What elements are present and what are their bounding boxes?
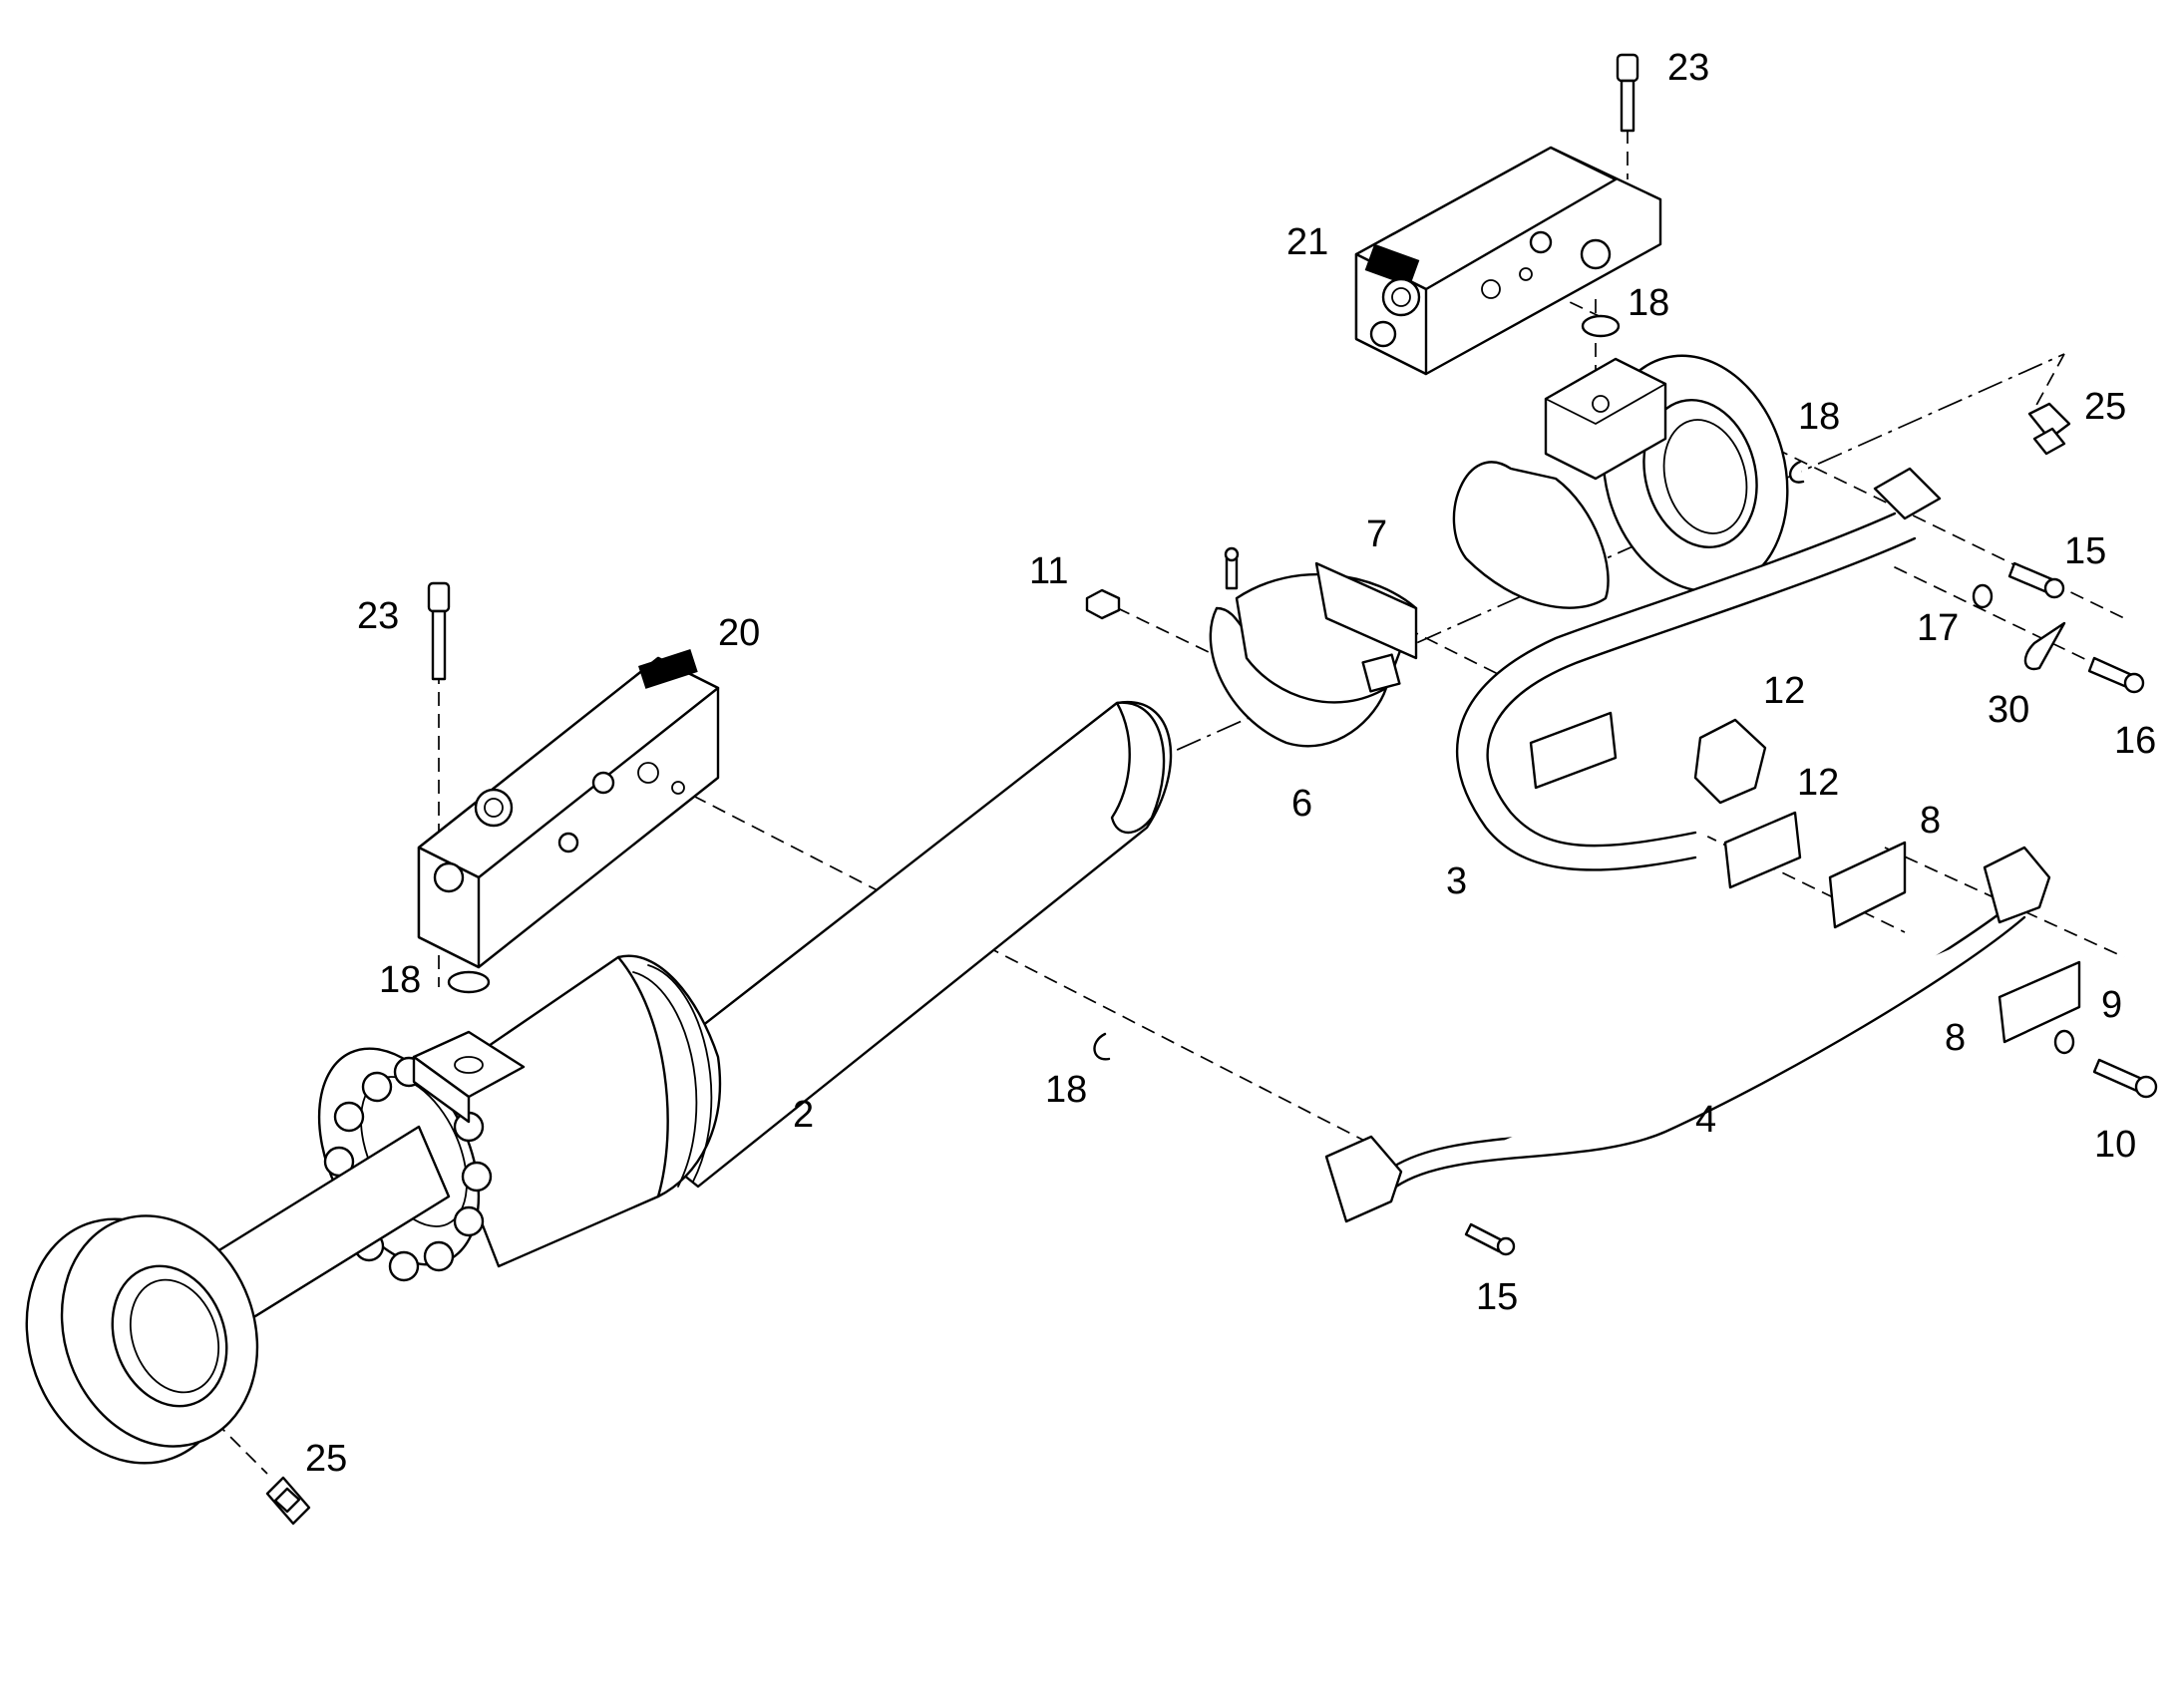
callout-20: 20 — [718, 612, 760, 654]
pipe-4 — [1324, 846, 2051, 1223]
flange-bolts — [323, 1056, 493, 1282]
pipe-3 — [1456, 467, 1942, 871]
flange-12 — [1693, 718, 1767, 805]
callout-17: 17 — [1917, 607, 1959, 649]
washer-17 — [1972, 583, 1994, 609]
bracket-8-upper — [1828, 841, 1907, 929]
grease-nipple-top — [2027, 402, 2071, 456]
callout-15: 15 — [2064, 530, 2106, 572]
screw-15-upper — [2007, 561, 2065, 599]
bracket-12-upper — [1529, 711, 1618, 790]
callout-12: 12 — [1763, 670, 1805, 712]
callout-15: 15 — [1476, 1276, 1518, 1318]
screw-10 — [2092, 1058, 2158, 1099]
callout-7: 7 — [1366, 513, 1387, 555]
valve-block-21 — [1354, 146, 1662, 376]
callout-8: 8 — [1920, 800, 1941, 842]
grease-nipple-bottom — [265, 1476, 311, 1526]
callout-18: 18 — [1045, 1069, 1087, 1111]
clip-30 — [2023, 621, 2066, 671]
callout-9: 9 — [2101, 984, 2122, 1026]
screw-15-lower — [1464, 1222, 1516, 1256]
bracket-8-lower — [1998, 960, 2081, 1044]
clamp-6-7 — [1209, 546, 1418, 748]
bracket-12-lower — [1723, 811, 1802, 889]
callout-12: 12 — [1797, 762, 1839, 804]
callout-18: 18 — [379, 959, 421, 1001]
callout-18: 18 — [1628, 282, 1669, 324]
screw-23-left — [427, 581, 451, 681]
callout-25: 25 — [305, 1438, 347, 1480]
callout-25: 25 — [2084, 386, 2126, 428]
callout-16: 16 — [2114, 720, 2156, 762]
callout-18: 18 — [1798, 396, 1840, 438]
callout-4: 4 — [1695, 1099, 1716, 1141]
callout-21: 21 — [1286, 221, 1328, 263]
callout-8: 8 — [1945, 1017, 1966, 1059]
callout-30: 30 — [1988, 689, 2029, 731]
o-ring-18-left — [447, 970, 491, 994]
screw-23-top — [1616, 53, 1639, 133]
callout-labels: 23 21 18 18 25 7 11 15 17 23 20 30 16 12… — [305, 47, 2156, 1480]
callout-3: 3 — [1446, 860, 1467, 902]
callout-6: 6 — [1291, 783, 1312, 825]
o-ring-18-right — [1789, 460, 1805, 484]
cylinder-assembly — [25, 700, 1173, 1465]
valve-block-20 — [417, 649, 720, 969]
callout-10: 10 — [2094, 1124, 2136, 1166]
nut-11 — [1085, 588, 1121, 620]
washer-9 — [2053, 1029, 2075, 1055]
callout-23: 23 — [357, 595, 399, 637]
callout-11: 11 — [1029, 550, 1068, 592]
screw-16 — [2087, 656, 2145, 694]
o-ring-18-top — [1581, 314, 1621, 338]
callout-23: 23 — [1667, 47, 1709, 89]
o-ring-18-mid — [1093, 1032, 1111, 1061]
callout-2: 2 — [793, 1094, 814, 1136]
